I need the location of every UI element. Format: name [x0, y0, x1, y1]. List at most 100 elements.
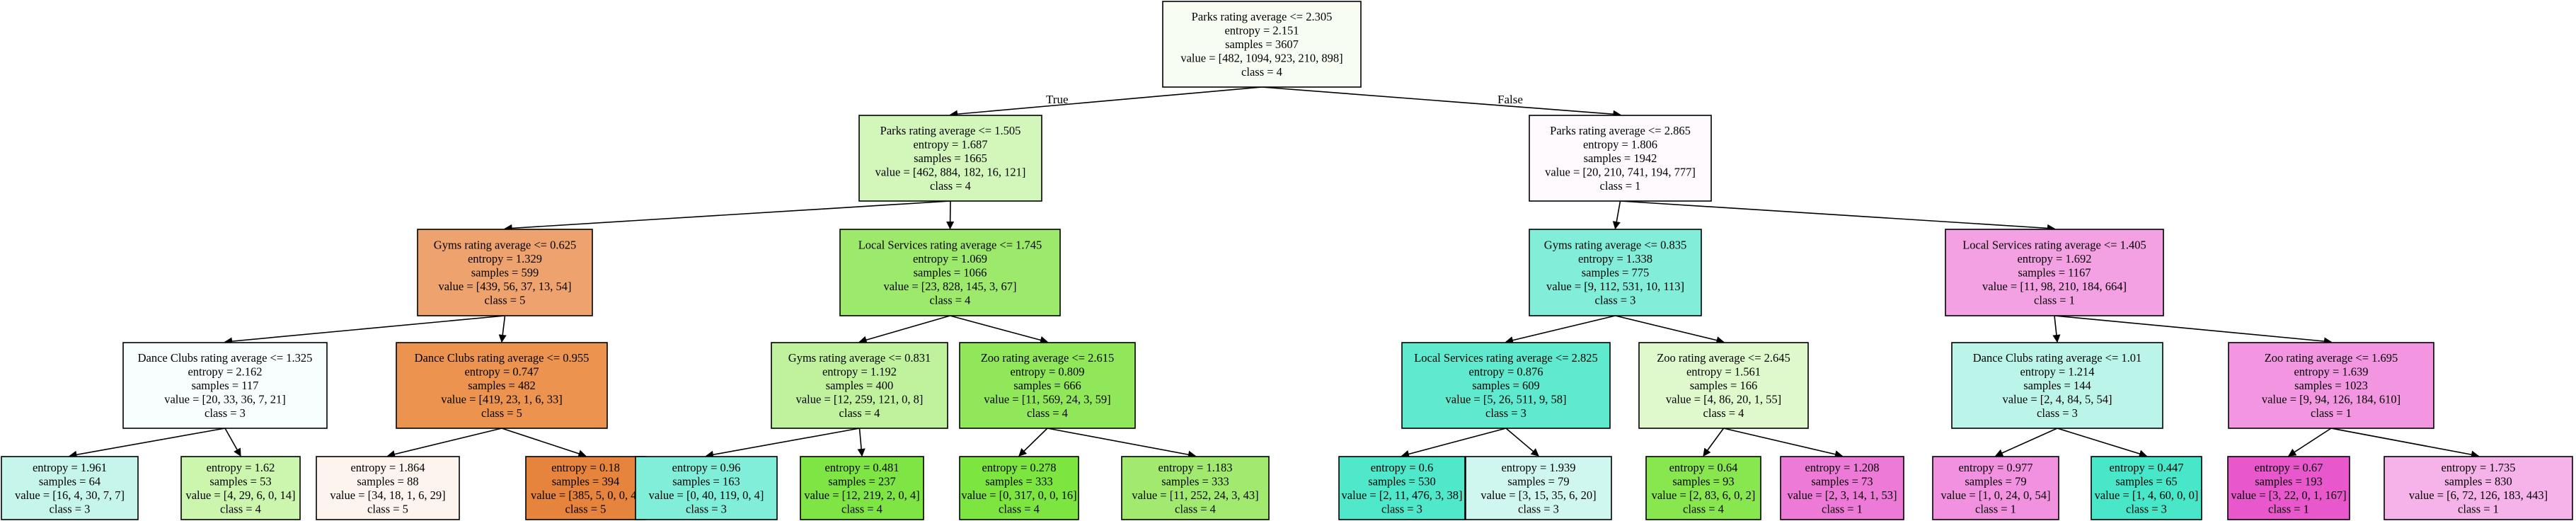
node-text-line: value = [3, 15, 35, 6, 20] [1480, 488, 1596, 502]
tree-edge [1401, 428, 1507, 458]
node-text-line: class = 4 [999, 502, 1040, 515]
node-text-line: value = [16, 4, 30, 7, 7] [15, 488, 125, 502]
node-text-line: samples = 144 [2023, 379, 2091, 392]
node-text-line: value = [419, 23, 1, 6, 33] [441, 393, 563, 406]
node-text-line: class = 4 [1175, 502, 1216, 515]
node-text-line: samples = 117 [192, 379, 259, 392]
node-text-line: class = 3 [1485, 406, 1526, 420]
node-text-line: samples = 1942 [1584, 151, 1657, 165]
tree-edge [69, 428, 226, 459]
node-text-line: class = 4 [1703, 406, 1744, 420]
node-text-line: samples = 93 [1672, 474, 1734, 488]
node-text-line: samples = 333 [1161, 474, 1229, 488]
node-text-line: entropy = 1.183 [1158, 461, 1232, 474]
node-box [2227, 456, 2350, 520]
node-box [959, 342, 1136, 429]
node-box [2091, 456, 2202, 520]
node-text-line: value = [4, 29, 6, 0, 14] [185, 488, 295, 502]
node-box [1529, 229, 1702, 316]
node-text-line: class = 1 [1822, 502, 1863, 515]
node-text-line: entropy = 1.939 [1501, 461, 1575, 474]
node-box [858, 115, 1042, 202]
tree-edge [1047, 428, 1197, 459]
node-text-line: samples = 237 [828, 474, 895, 488]
node-text-line: class = 1 [2034, 294, 2075, 307]
node-text-line: samples = 666 [1013, 379, 1081, 392]
node-text-line: value = [5, 26, 511, 9, 58] [1446, 393, 1567, 406]
node-text-line: value = [12, 219, 2, 0, 4] [804, 488, 919, 502]
node-text-line: class = 4 [1027, 406, 1068, 420]
node-text-line: Local Services rating average <= 2.825 [1414, 351, 1598, 365]
node-text-line: samples = 530 [1368, 474, 1435, 488]
tree-edge [1723, 428, 1844, 459]
node-text-line: class = 1 [2311, 406, 2352, 420]
node-text-line: value = [11, 98, 210, 184, 664] [1982, 280, 2127, 293]
node-box [1338, 456, 1466, 520]
node-text-line: value = [462, 884, 182, 16, 121] [875, 166, 1026, 179]
node-box [396, 342, 608, 429]
node-text-line: value = [2, 83, 6, 0, 2] [1652, 488, 1756, 502]
node-text-line: Gyms rating average <= 0.625 [434, 239, 576, 252]
node-text-line: class = 4 [220, 502, 261, 515]
node-text-line: entropy = 1.806 [1583, 138, 1657, 151]
node-box [2228, 342, 2434, 429]
node-text-line: entropy = 1.62 [207, 461, 275, 474]
node-text-line: samples = 830 [2444, 474, 2512, 488]
node-text-line: value = [439, 56, 37, 13, 54] [438, 280, 571, 293]
node-text-line: entropy = 0.809 [1010, 365, 1084, 379]
tree-edge [224, 428, 241, 457]
node-box [839, 229, 1061, 316]
node-text-line: value = [20, 210, 741, 194, 777] [1545, 166, 1696, 179]
tree-edge [498, 315, 507, 343]
node-text-line: Zoo rating average <= 1.695 [2265, 351, 2398, 365]
node-box [1638, 342, 1809, 429]
node-text-line: class = 3 [1595, 294, 1636, 307]
node-text-line: value = [1, 0, 24, 0, 54] [1940, 488, 2050, 502]
node-text-line: class = 1 [1600, 179, 1641, 193]
node-text-line: entropy = 1.961 [33, 461, 107, 474]
node-text-line: value = [0, 40, 119, 0, 4] [649, 488, 764, 502]
node-text-line: samples = 53 [209, 474, 271, 488]
node-box [1, 456, 139, 520]
node-box [959, 456, 1079, 520]
node-text-line: class = 1 [2268, 502, 2309, 515]
tree-node-split: Dance Clubs rating average <= 1.01entrop… [1951, 342, 2163, 429]
node-text-line: entropy = 1.192 [822, 365, 897, 379]
node-text-line: value = [3, 22, 0, 1, 167] [2231, 488, 2346, 502]
node-text-line: samples = 64 [39, 474, 100, 488]
node-text-line: entropy = 0.64 [1669, 461, 1738, 474]
tree-edge [946, 200, 955, 230]
node-text-line: entropy = 0.18 [551, 461, 620, 474]
tree-edge [950, 315, 1049, 344]
node-text-line: Dance Clubs rating average <= 0.955 [415, 351, 590, 365]
node-text-line: class = 3 [1381, 502, 1422, 515]
node-text-line: class = 4 [1683, 502, 1724, 515]
node-text-line: value = [23, 828, 145, 3, 67] [883, 280, 1016, 293]
tree-edge [504, 200, 951, 232]
tree-edge [2288, 428, 2332, 457]
node-text-line: Local Services rating average <= 1.745 [858, 239, 1042, 252]
node-text-line: entropy = 0.447 [2109, 461, 2183, 474]
node-text-line: Local Services rating average <= 1.405 [1962, 239, 2146, 252]
node-text-line: samples = 1665 [914, 151, 987, 165]
tree-edge [1615, 315, 1725, 345]
node-text-line: samples = 1167 [2018, 266, 2091, 280]
node-text-line: Dance Clubs rating average <= 1.01 [1973, 351, 2142, 365]
tree-edge [949, 86, 1263, 118]
node-text-line: class = 1 [1975, 502, 2016, 515]
node-text-line: value = [20, 33, 36, 7, 21] [164, 393, 286, 406]
